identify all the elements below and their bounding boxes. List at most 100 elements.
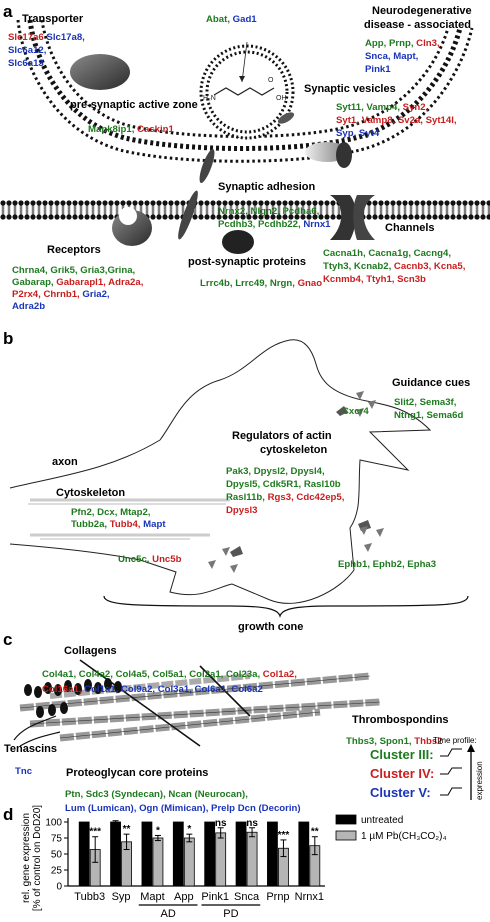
gene-name: Col6a1, <box>192 684 229 695</box>
panel-letter-b: b <box>3 329 13 348</box>
gene-name: Syt1, <box>336 115 359 126</box>
gene-line: Lrrc4b, Lrrc49, Nrgn, Gnao <box>200 278 322 289</box>
gene-name: Slc6a13 <box>8 58 44 69</box>
gene-name: Ncan (Neurocan), <box>166 789 248 800</box>
gene-line: Thbs3, Spon1, Thbs2 <box>346 736 443 747</box>
gene-name: Ptn, <box>65 789 83 800</box>
proteoglycan-genes: Ptn, Sdc3 (Syndecan), Ncan (Neurocan), Lu… <box>65 789 301 814</box>
receptor-protein <box>112 207 152 246</box>
tenascins-genes: Tnc <box>15 766 33 777</box>
neuro-title-2: disease - associated <box>364 19 471 31</box>
gene-line: Mapk8ip1, Caskin1 <box>88 124 175 135</box>
gene-name: Vamp4, <box>364 102 401 113</box>
gene-line: Col4a1, Col4a2, Col4a5, Col5a1, Col2a1, … <box>42 669 297 680</box>
gene-name: Sv2a, <box>395 115 423 126</box>
ecm-fibrils <box>19 659 381 747</box>
bar <box>110 821 121 887</box>
actin-title-2: cytoskeleton <box>260 444 328 456</box>
synaptic-vesicle: H₂N O OH <box>199 41 295 140</box>
gene-name: Cacnb3, <box>391 261 431 272</box>
gene-name: Col16a1, <box>42 684 82 695</box>
y-axis-label-line: [% of control on DoD20] <box>32 805 43 911</box>
gene-name: Cxcr4 <box>342 406 369 417</box>
gene-name: Sdc3 (Syndecan), <box>83 789 166 800</box>
bar <box>183 837 195 887</box>
guidance-cue-triangles <box>208 391 384 573</box>
growth-cone-outline <box>9 339 432 604</box>
gene-name: Grik5, <box>48 265 78 276</box>
cluster-5-label: Cluster V: <box>370 785 431 800</box>
adhesion-molecule-2 <box>178 190 198 240</box>
gene-name: Mapk8ip1, <box>88 124 135 135</box>
gene-name: Slc17a8, <box>44 32 85 43</box>
gene-name: Sema3f, <box>417 397 457 408</box>
cytoskeleton-fibers <box>28 498 230 540</box>
x-tick-label: Mapt <box>140 891 164 903</box>
vesicles-title: Synaptic vesicles <box>304 83 396 95</box>
expression-label: expression <box>475 761 484 800</box>
gene-name: Chrnb1, <box>41 289 80 300</box>
eph-genes: Ephb1, Ephb2, Epha3 <box>338 559 436 570</box>
gene-name: Col4a5, <box>113 669 150 680</box>
thrombo-title: Thrombospondins <box>352 714 449 726</box>
gene-line: P2rx4, Chrnb1, Gria2, <box>12 289 110 300</box>
gene-name: Pcdhb22, <box>255 219 301 230</box>
significance-label: *** <box>89 827 101 838</box>
thrombo-genes: Thbs3, Spon1, Thbs2 <box>346 736 443 747</box>
gene-line: Pak3, Dpysl2, Dpysl4, <box>226 466 325 477</box>
cytoskeleton-genes: Pfn2, Dcx, Mtap2,Tubb2a, Tubb4, Mapt <box>71 507 166 530</box>
cytoskeleton-title: Cytoskeleton <box>56 487 125 499</box>
cluster-legend: Time profile: Cluster III: Cluster IV: C… <box>370 736 484 800</box>
gene-name: Kcna5, <box>431 261 465 272</box>
gene-name: Syn2, <box>400 102 429 113</box>
actin-title-1: Regulators of actin <box>232 430 332 442</box>
x-tick-label: Pink1 <box>201 891 229 903</box>
bar <box>172 821 184 887</box>
gene-name: Col6a2 <box>229 684 263 695</box>
gene-name: Ephb2, <box>370 559 405 570</box>
panel-letter-a: a <box>3 2 13 21</box>
gene-line: Chrna4, Grik5, Gria3,Grina, <box>12 265 136 276</box>
gene-name: Col9a2, <box>118 684 155 695</box>
legend-swatch <box>335 830 357 841</box>
gene-name: Mtap2, <box>117 507 150 518</box>
gene-name: Gnao <box>295 278 322 289</box>
gene-line: Tnc <box>15 766 33 777</box>
y-tick-label: 50 <box>51 850 63 861</box>
y-axis-label-line: rel. gene expression <box>21 813 32 903</box>
gene-line: Nrnx2, Nlgn2, Pcdha6, <box>218 206 320 217</box>
postsyn-title: post-synaptic proteins <box>188 256 306 268</box>
transporter-genes: Slc17a6 Slc17a8,Slc6a12,Slc6a13 <box>8 32 85 69</box>
gene-name: Syt4 <box>356 128 380 139</box>
gene-name: Ephb1, <box>338 559 370 570</box>
gene-name: Pink1 <box>365 64 391 75</box>
gene-line: Tubb2a, Tubb4, Mapt <box>71 519 166 530</box>
significance-label: ** <box>311 827 319 838</box>
gene-line: Gabarap, Gabarapl1, Adra2a, <box>12 277 144 288</box>
gene-line: Slit2, Sema3f, <box>394 397 457 408</box>
gene-line: Ptn, Sdc3 (Syndecan), Ncan (Neurocan), <box>65 789 248 800</box>
gene-name: Pfn2, <box>71 507 95 518</box>
gene-name: Pcdha6, <box>280 206 320 217</box>
gene-name: Cacna1h, <box>323 248 366 259</box>
gene-line: Dpysl3 <box>226 505 257 516</box>
gene-name: Lum (Lumican), <box>65 803 137 814</box>
gene-name: Kcnmb4, <box>323 274 364 285</box>
bar <box>298 821 310 887</box>
gene-name: Gabarap, <box>12 277 54 288</box>
gene-name: Nlgn2, <box>248 206 280 217</box>
neuro-title-1: Neurodegenerative <box>372 5 472 17</box>
gene-name: Thbs2 <box>412 736 443 747</box>
gene-name: Unc5c, <box>118 554 150 565</box>
gene-name: Gabarapl1, <box>54 277 107 288</box>
panel-letter-d: d <box>3 805 13 824</box>
gene-line: Unc5c, Unc5b <box>118 554 182 565</box>
actin-genes: Pak3, Dpysl2, Dpysl4,Dpysl5, Cdk5R1, Ras… <box>226 466 345 516</box>
tenascin-strands <box>13 715 61 747</box>
gene-line: Pfn2, Dcx, Mtap2, <box>71 507 151 518</box>
x-tick-label: Prnp <box>266 891 289 903</box>
significance-label: ns <box>215 818 227 829</box>
time-profile-label: Time profile: <box>433 736 477 745</box>
significance-label: * <box>187 824 191 835</box>
